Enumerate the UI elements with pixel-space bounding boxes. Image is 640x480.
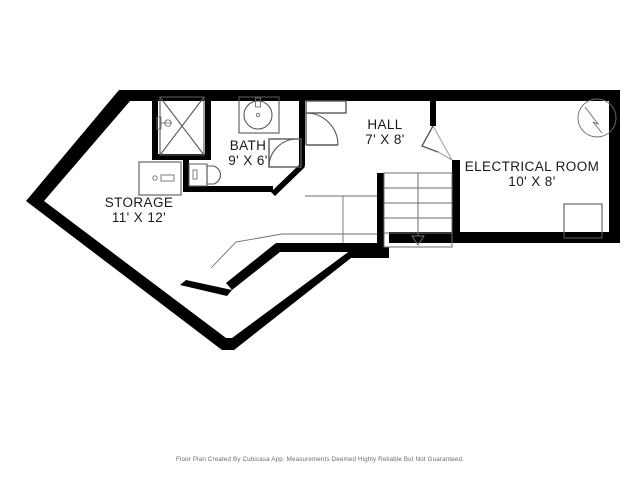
interior-wall-electrical-top-stub <box>430 96 436 126</box>
interior-wall-shower-bottom <box>152 154 211 160</box>
utility-sink-icon <box>138 161 182 196</box>
interior-wall-shower-left <box>152 94 158 160</box>
room-dim-bath: 9' X 6' <box>228 153 267 168</box>
interior-wall-storage-stub <box>180 280 232 296</box>
room-label-electrical-room: ELECTRICAL ROOM <box>465 159 600 174</box>
staircase-down-icon <box>383 172 453 248</box>
interior-wall-storage-bottom <box>183 186 273 192</box>
room-dim-electrical-room: 10' X 8' <box>508 174 555 189</box>
electrical-panel-icon <box>577 98 617 138</box>
interior-wall-bath-angled <box>271 163 305 196</box>
room-label-bath: BATH <box>230 138 267 153</box>
interior-wall-stair-left <box>377 173 384 247</box>
toilet-icon <box>188 163 222 187</box>
interior-wall-bath-east <box>299 98 305 166</box>
bath-door[interactable] <box>268 138 302 168</box>
room-label-hall: HALL <box>367 117 402 132</box>
room-dim-hall: 7' X 8' <box>365 132 404 147</box>
bathroom-sink-icon <box>238 96 280 134</box>
interior-wall-hall-top-stub <box>304 95 350 101</box>
interior-wall-corridor-diagonal <box>226 243 280 290</box>
water-heater-icon <box>563 203 603 239</box>
hall-door[interactable] <box>305 100 347 146</box>
electrical-room-door[interactable] <box>420 125 453 161</box>
interior-wall-corridor-lower <box>276 243 377 252</box>
interior-wall-storage-bath <box>183 154 189 192</box>
footer-disclaimer: Floor Plan Created By Cubicasa App. Meas… <box>175 456 465 463</box>
interior-wall-shower-right <box>205 94 211 160</box>
room-dim-storage: 11' X 12' <box>112 210 166 225</box>
corridor-outline <box>210 233 377 269</box>
interior-wall-electrical-west <box>452 160 460 243</box>
room-label-storage: STORAGE <box>105 195 174 210</box>
shower-stall-icon <box>156 96 205 156</box>
